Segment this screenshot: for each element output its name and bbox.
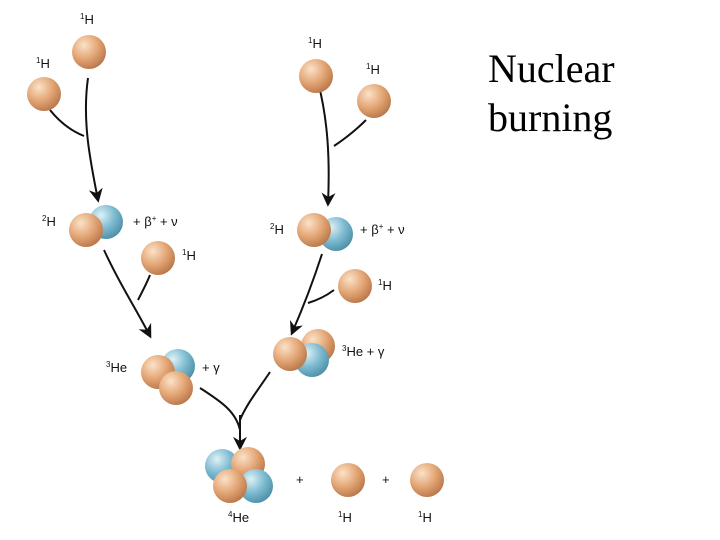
- label-he: He: [110, 360, 127, 375]
- proton-right-top-a: [299, 59, 333, 93]
- arrow-left-h1-in: [49, 109, 85, 137]
- label-sup: +: [379, 222, 384, 231]
- label-h: H: [46, 214, 55, 229]
- label-he: He: [232, 510, 249, 525]
- label-sup: 1: [80, 12, 85, 21]
- label-h: H: [186, 248, 195, 263]
- label-sup: 1: [36, 56, 41, 65]
- arrow-right-merge: [317, 81, 336, 207]
- label-he-gamma: He + γ: [346, 344, 384, 359]
- proton-left-top-a: [72, 35, 106, 69]
- label-beta: + β: [360, 222, 379, 237]
- arrow-left-to-he4: [199, 387, 241, 431]
- label-gamma-left: + γ: [202, 360, 220, 375]
- proton-right-top-b: [357, 84, 391, 118]
- label-he4: 4He: [228, 510, 249, 525]
- helium3-right: [273, 329, 335, 377]
- label-he3-gamma-right: 3He + γ: [342, 344, 385, 359]
- arrow-right-h1-join: [307, 289, 335, 304]
- arrow-right-to-he4: [239, 371, 271, 421]
- arrow-left-merge: [84, 77, 103, 203]
- label-sup: 3: [106, 360, 111, 369]
- label-sup: 1: [308, 36, 313, 45]
- label-nu: + ν: [156, 214, 177, 229]
- label-sup: 1: [418, 510, 423, 519]
- proton-left-top-b: [27, 77, 61, 111]
- deuterium-left: [69, 205, 123, 247]
- plus-sign-2: +: [382, 472, 390, 487]
- label-sup: 2: [42, 214, 47, 223]
- label-h2-left: 2H: [42, 214, 56, 229]
- label-h: H: [312, 36, 321, 51]
- arrow-right-h1-in: [333, 119, 367, 147]
- label-h: H: [370, 62, 379, 77]
- label-h: H: [274, 222, 283, 237]
- helium4: [205, 447, 273, 503]
- plus-sign-1: +: [296, 472, 304, 487]
- proton-product-1: [331, 463, 365, 497]
- label-h1-right-mid: 1H: [378, 278, 392, 293]
- label-h1-right-top-b: 1H: [366, 62, 380, 77]
- label-h1-left-top-a: 1H: [80, 12, 94, 27]
- label-h: H: [382, 278, 391, 293]
- label-h1-left-top-b: 1H: [36, 56, 50, 71]
- title-line-2: burning: [488, 95, 613, 140]
- proton-left-mid: [141, 241, 175, 275]
- reaction-arrows: [49, 77, 367, 451]
- label-sup: 3: [342, 344, 347, 353]
- label-h: H: [84, 12, 93, 27]
- page-title: Nuclear burning: [488, 44, 708, 142]
- label-sup: 1: [366, 62, 371, 71]
- label-sup: +: [152, 214, 157, 223]
- label-h1-product-2: 1H: [418, 510, 432, 525]
- arrow-left-down: [103, 249, 152, 339]
- label-h1-right-top-a: 1H: [308, 36, 322, 51]
- label-h1-left-mid: 1H: [182, 248, 196, 263]
- deuterium-right: [297, 213, 353, 251]
- label-h: H: [342, 510, 351, 525]
- label-h: H: [40, 56, 49, 71]
- label-sup: 1: [338, 510, 343, 519]
- label-sup: 1: [182, 248, 187, 257]
- label-h1-product-1: 1H: [338, 510, 352, 525]
- label-beta-nu-right: + β+ + ν: [360, 222, 405, 237]
- label-nu: + ν: [383, 222, 404, 237]
- label-sup: 4: [228, 510, 233, 519]
- title-line-1: Nuclear: [488, 46, 615, 91]
- label-sup: 1: [378, 278, 383, 287]
- label-h: H: [422, 510, 431, 525]
- label-beta: + β: [133, 214, 152, 229]
- proton-product-2: [410, 463, 444, 497]
- label-h2-right: 2H: [270, 222, 284, 237]
- helium3-left: [141, 349, 195, 405]
- label-sup: 2: [270, 222, 275, 231]
- arrow-right-down: [290, 253, 323, 336]
- label-beta-nu-left: + β+ + ν: [133, 214, 178, 229]
- label-he3-left: 3He: [106, 360, 127, 375]
- proton-right-mid: [338, 269, 372, 303]
- arrow-left-h1-join: [137, 274, 151, 301]
